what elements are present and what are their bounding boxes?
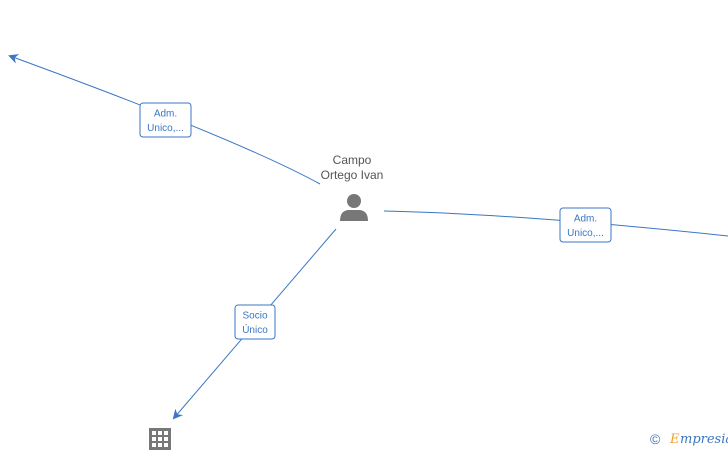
edge-line-adm-unico-right — [383, 210, 728, 237]
edge-label-line2: Único — [242, 323, 268, 336]
brand-initial: E — [669, 432, 680, 447]
edge-label-adm-unico-right[interactable]: Adm. Unico,... — [559, 207, 612, 243]
person-icon — [340, 194, 368, 221]
edge-label-socio-unico[interactable]: Socio Único — [234, 304, 276, 340]
building-icon — [149, 428, 171, 450]
edge-line-adm-unico-left — [8, 54, 321, 185]
edge-label-line1: Adm. — [154, 109, 177, 120]
person-name-line1: Campo — [333, 153, 372, 167]
person-name-line2: Ortego Ivan — [321, 168, 384, 182]
edge-label-line1: Socio — [242, 311, 267, 322]
copyright-symbol: © — [650, 431, 661, 447]
edge-label-adm-unico-left[interactable]: Adm. Unico,... — [139, 102, 192, 138]
edge-label-line1: Adm. — [574, 214, 597, 225]
empresia-watermark: © E mpresia — [650, 431, 728, 447]
company-node[interactable] — [149, 428, 171, 450]
brand-name: mpresia — [680, 432, 728, 447]
edge-label-line2: Unico,... — [147, 123, 184, 134]
edge-label-line2: Unico,... — [567, 228, 604, 239]
person-node[interactable]: Campo Ortego Ivan — [321, 153, 384, 221]
